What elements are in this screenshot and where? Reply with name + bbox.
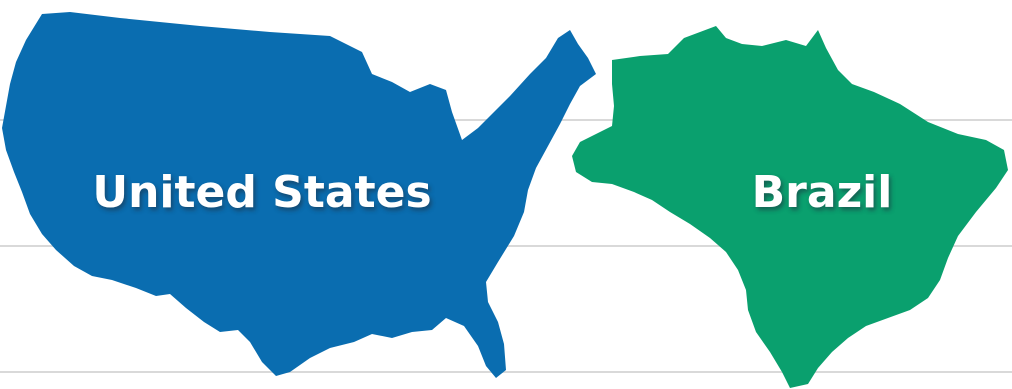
country-labels: United States United States Brazil Brazi…	[92, 167, 894, 221]
united-states-label-shadow: United States	[94, 170, 433, 221]
brazil-shape	[572, 26, 1008, 388]
united-states-outline	[2, 12, 596, 378]
brazil-label-shadow: Brazil	[754, 170, 895, 221]
united-states-shape	[2, 12, 596, 378]
brazil-outline	[572, 26, 1008, 388]
brazil-label: Brazil	[752, 167, 893, 218]
united-states-label: United States	[92, 167, 431, 218]
